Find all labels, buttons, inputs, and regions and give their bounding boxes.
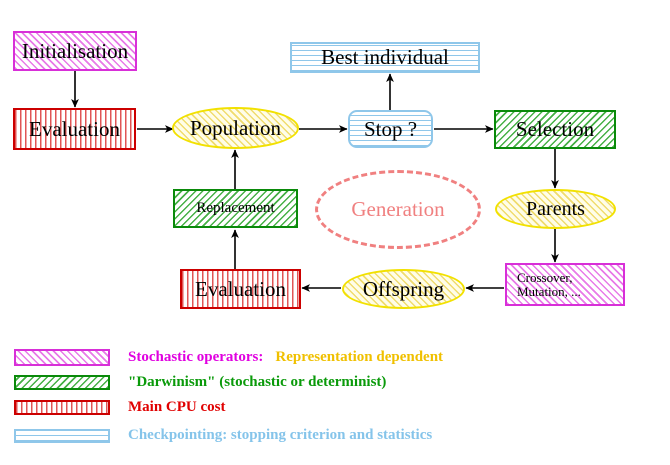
node-replacement-label: Replacement: [196, 199, 275, 216]
node-offspring-label: Offspring: [362, 276, 445, 301]
legend-label-checkpointing-primary: Checkpointing: stopping criterion and st…: [128, 427, 433, 443]
node-replacement[interactable]: Replacement: [173, 189, 298, 228]
legend-label-darwinism: "Darwinism" (stochastic or determinist): [128, 374, 386, 391]
node-evaluation-bottom[interactable]: Evaluation: [180, 269, 301, 309]
legend-row-checkpointing: Checkpointing: stopping criterion and st…: [14, 426, 432, 445]
legend-label-main-cpu-cost-primary: Main CPU cost: [128, 399, 226, 415]
node-stop-condition[interactable]: Stop ?: [348, 110, 433, 148]
node-parents-label: Parents: [526, 197, 585, 220]
node-initialisation-label: Initialisation: [21, 38, 129, 63]
legend-swatch-blue-horizontal-hatch-icon: [14, 428, 110, 443]
node-offspring[interactable]: Offspring: [342, 269, 465, 309]
legend-swatch-green-diagonal-hatch-icon: [14, 375, 110, 390]
legend-label-stochastic-operators-primary: Stochastic operators:: [128, 349, 264, 365]
legend-label-stochastic-operators-secondary: Representation dependent: [275, 349, 444, 365]
node-evaluation-top[interactable]: Evaluation: [13, 108, 136, 150]
legend-swatch-red-vertical-hatch-icon: [14, 400, 110, 415]
node-generation-label: Generation: [351, 197, 445, 222]
node-population[interactable]: Population: [172, 107, 299, 149]
node-stop-condition-label: Stop ?: [363, 116, 418, 141]
node-evaluation-bottom-label: Evaluation: [195, 276, 286, 301]
node-best-individual-label: Best individual: [321, 45, 449, 70]
node-crossover-mutation[interactable]: Crossover, Mutation, ...: [505, 263, 625, 306]
node-population-label: Population: [189, 115, 281, 140]
legend-row-main-cpu-cost: Main CPU cost: [14, 398, 226, 417]
legend-label-stochastic-operators: Stochastic operators: Representation depe…: [128, 349, 443, 366]
node-evaluation-top-label: Evaluation: [29, 116, 120, 141]
legend-swatch-magenta-diagonal-hatch-icon: [14, 349, 110, 366]
legend-row-stochastic-operators: Stochastic operators: Representation depe…: [14, 348, 443, 367]
node-generation-annotation: Generation: [315, 170, 481, 249]
legend-label-checkpointing: Checkpointing: stopping criterion and st…: [128, 427, 432, 444]
node-best-individual[interactable]: Best individual: [290, 42, 480, 73]
node-selection-label: Selection: [515, 117, 595, 142]
legend-label-darwinism-primary: "Darwinism" (stochastic or determinist): [128, 374, 387, 390]
node-parents[interactable]: Parents: [495, 189, 616, 229]
legend-row-darwinism: "Darwinism" (stochastic or determinist): [14, 373, 386, 392]
node-crossover-mutation-label: Crossover, Mutation, ...: [517, 269, 581, 299]
node-initialisation[interactable]: Initialisation: [13, 31, 137, 71]
legend-label-main-cpu-cost: Main CPU cost: [128, 399, 226, 416]
node-selection[interactable]: Selection: [494, 110, 616, 149]
